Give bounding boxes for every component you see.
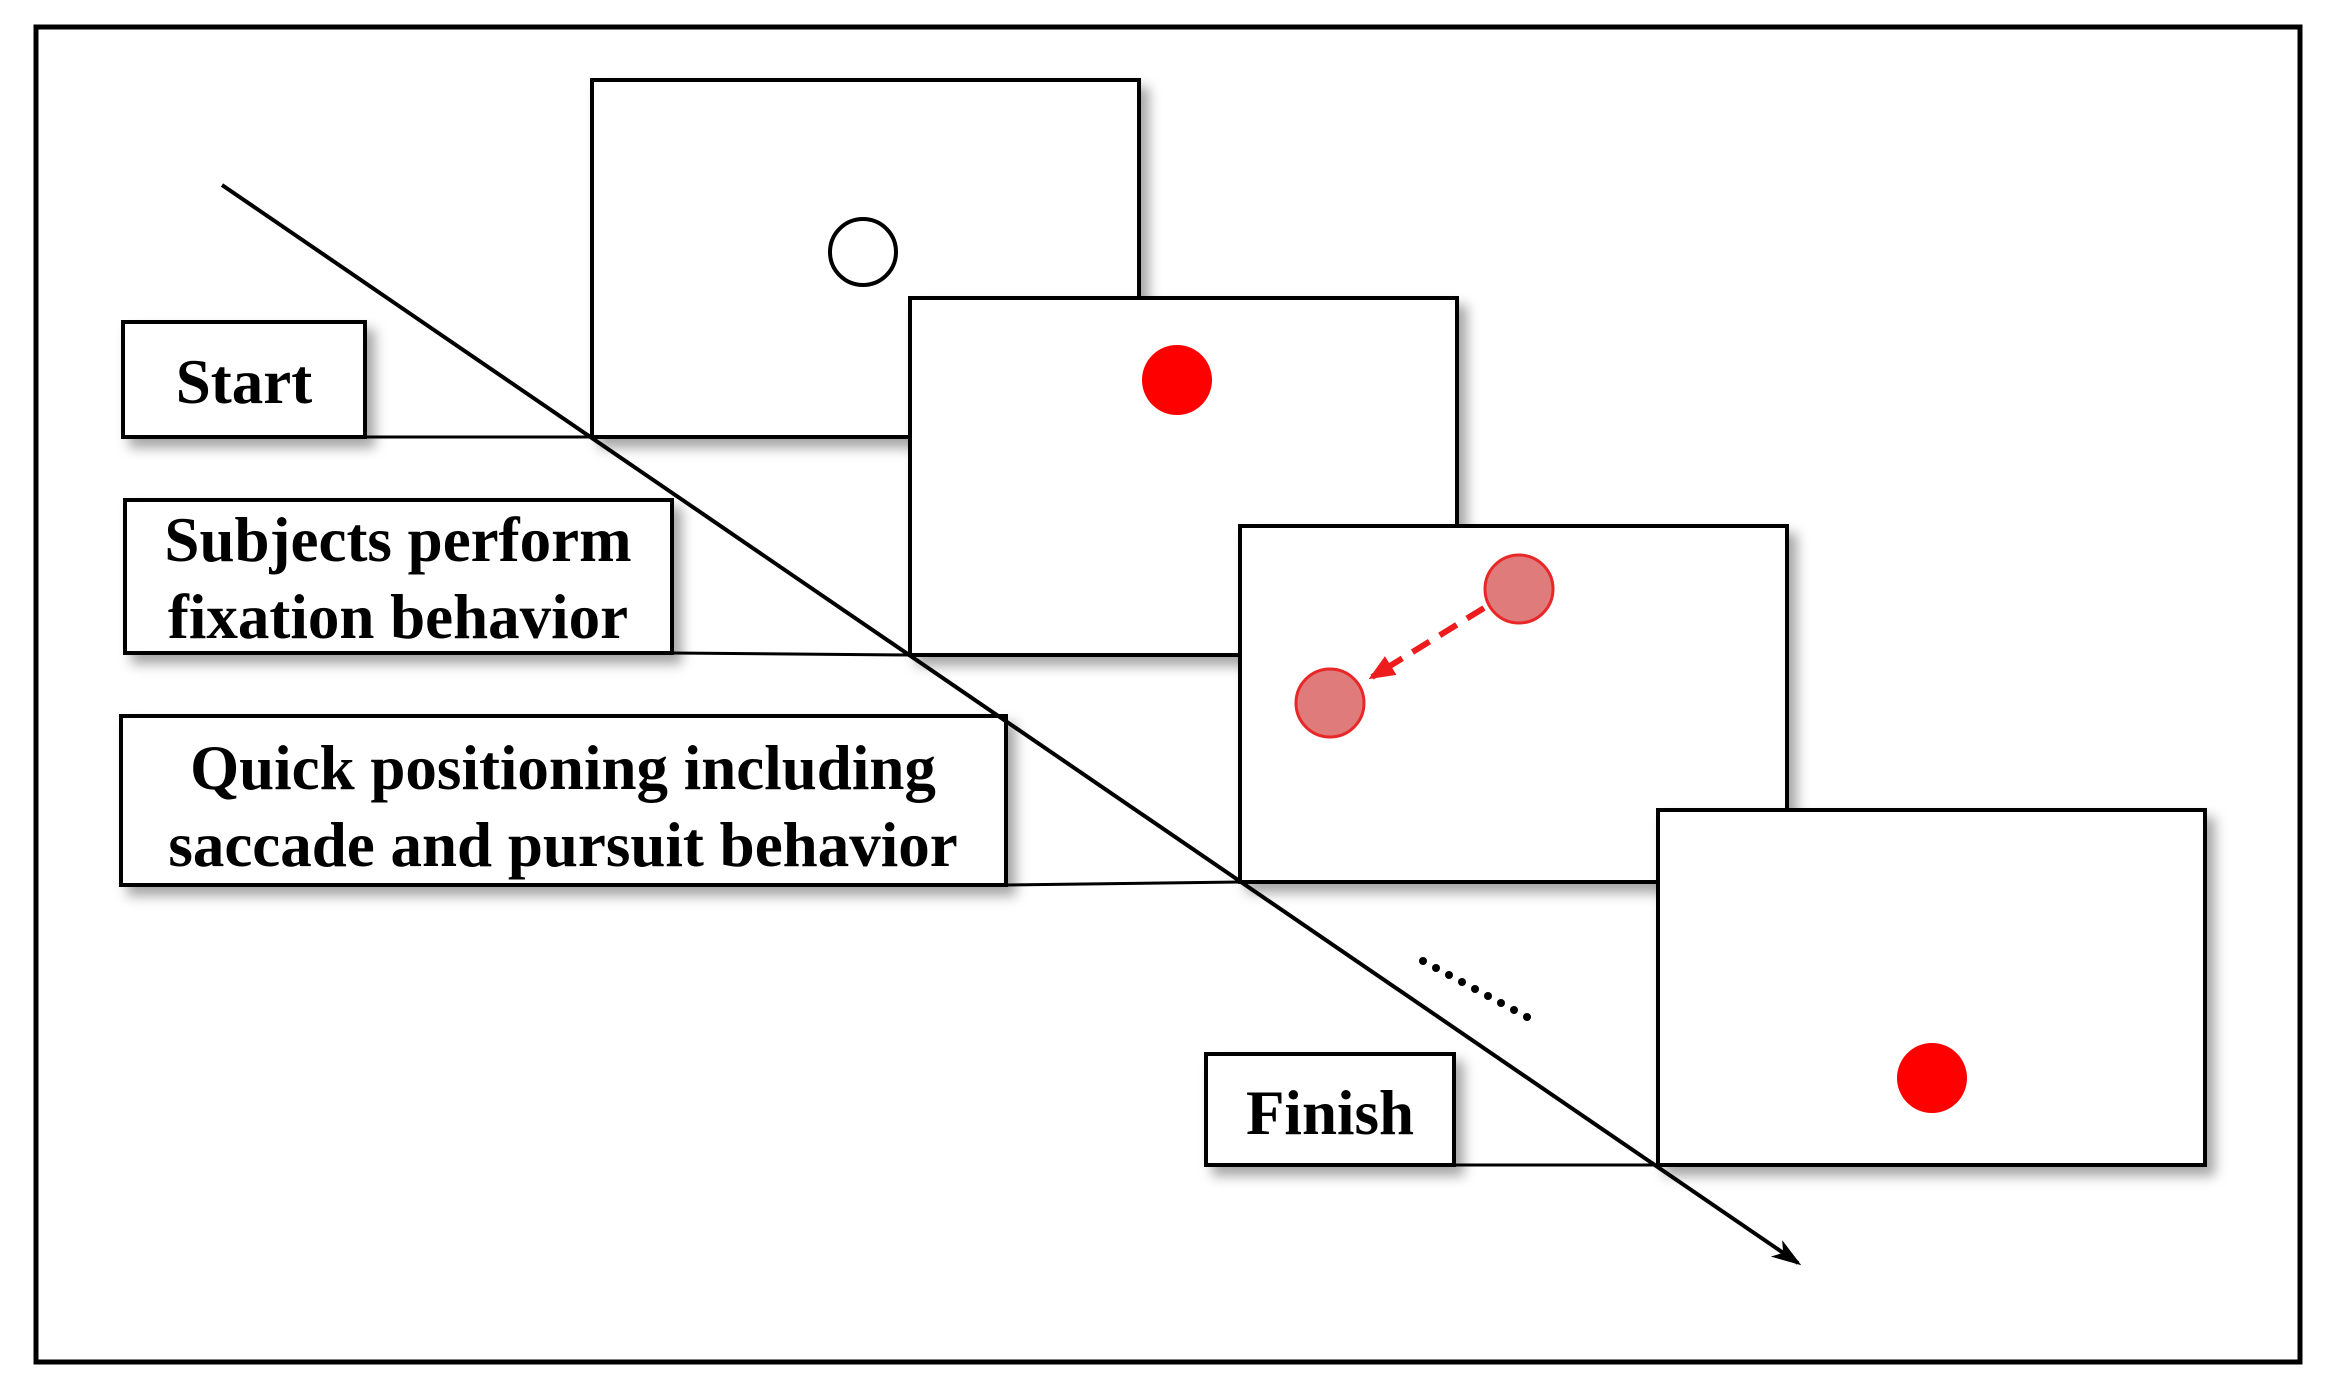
label-start-text: Start [176, 347, 312, 417]
label-fixation-line1: Subjects perform [164, 505, 631, 575]
moving-target-end [1294, 667, 1366, 739]
label-positioning: Quick positioning including saccade and … [119, 714, 1008, 887]
connector-positioning [1005, 880, 1241, 887]
hollow-circle-target [828, 217, 898, 287]
moving-target-start [1483, 553, 1555, 625]
red-dot-target [1897, 1043, 1967, 1113]
saccade-arrow [1368, 605, 1486, 680]
stimulus-screen-4 [1656, 808, 2207, 1167]
continuation-dots [1419, 957, 1531, 1021]
red-dot-target [1142, 345, 1212, 415]
label-finish: Finish [1204, 1052, 1456, 1167]
label-start: Start [121, 320, 367, 439]
label-finish-text: Finish [1246, 1078, 1414, 1148]
label-positioning-line1: Quick positioning including [190, 733, 936, 803]
label-fixation-line2: fixation behavior [168, 582, 628, 652]
label-fixation: Subjects perform fixation behavior [123, 498, 674, 655]
time-arrow [220, 183, 1802, 1266]
connector-fixation [671, 651, 911, 657]
label-positioning-line2: saccade and pursuit behavior [168, 810, 957, 880]
